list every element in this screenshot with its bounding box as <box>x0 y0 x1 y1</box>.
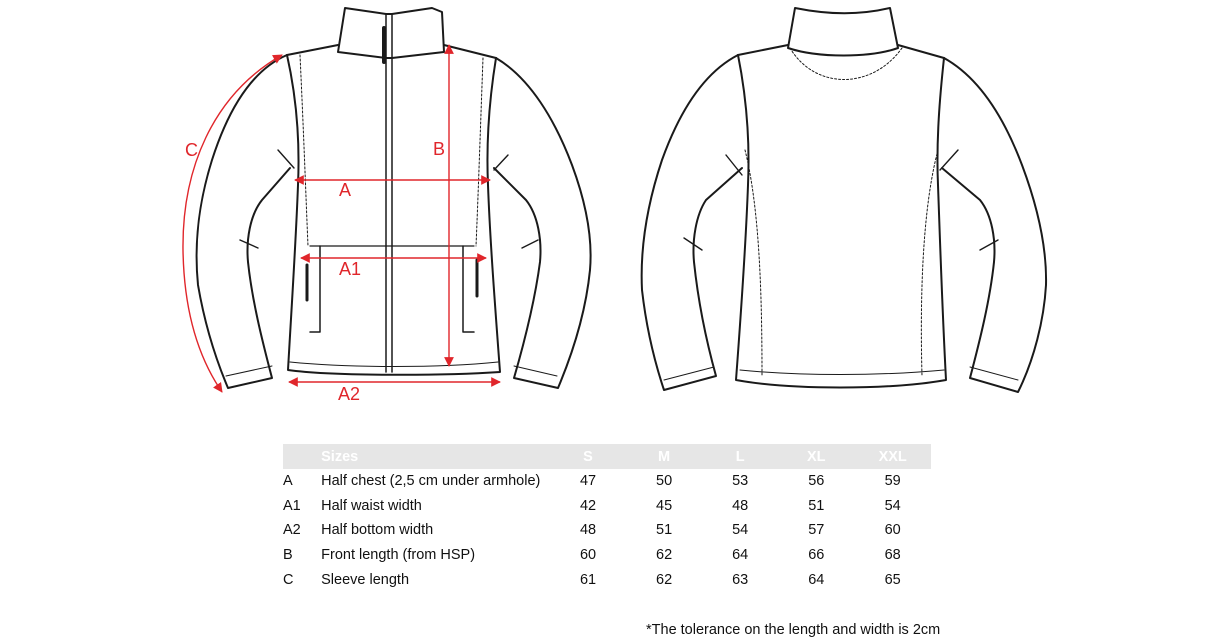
table-row: A2 Half bottom width 48 51 54 57 60 <box>283 518 931 543</box>
row-code: A1 <box>283 497 301 514</box>
table-row: C Sleeve length 61 62 63 64 65 <box>283 567 931 592</box>
label-a2: A2 <box>338 384 360 404</box>
row-value: 68 <box>884 547 901 564</box>
row-value: 60 <box>579 547 597 564</box>
tolerance-note: *The tolerance on the length and width i… <box>646 622 941 638</box>
label-b: B <box>433 139 445 159</box>
row-value: 48 <box>579 522 597 539</box>
row-code: A <box>283 473 293 490</box>
row-value: 57 <box>808 522 825 539</box>
header-size: M <box>626 444 703 469</box>
row-value: 51 <box>656 522 673 539</box>
table-row: A1 Half waist width 42 45 48 51 54 <box>283 494 931 519</box>
table-header-row: Sizes S M L XL XXL <box>283 444 931 469</box>
jacket-back-view <box>640 7 1048 393</box>
header-code <box>283 444 322 469</box>
row-value: 62 <box>656 547 673 564</box>
header-sizes-label: Sizes <box>321 444 550 469</box>
row-value: 42 <box>579 497 597 514</box>
row-value: 53 <box>732 473 749 490</box>
row-label: Sleeve length <box>321 571 410 588</box>
header-size: XXL <box>854 444 931 469</box>
row-value: 48 <box>732 497 749 514</box>
size-chart-table: Sizes S M L XL XXL A Half chest (2,5 cm … <box>283 444 931 592</box>
label-c: C <box>185 140 198 160</box>
row-label: Half waist width <box>321 497 422 514</box>
row-value: 45 <box>656 497 673 514</box>
row-value: 62 <box>656 571 673 588</box>
row-value: 59 <box>884 473 901 490</box>
row-value: 65 <box>884 571 901 588</box>
row-code: A2 <box>283 522 301 539</box>
jacket-front-view <box>195 7 592 389</box>
row-value: 64 <box>808 571 825 588</box>
header-size: S <box>549 444 627 469</box>
row-value: 54 <box>732 522 749 539</box>
row-value: 63 <box>732 571 749 588</box>
row-value: 54 <box>884 497 901 514</box>
row-label: Half chest (2,5 cm under armhole) <box>321 473 541 490</box>
row-value: 50 <box>656 473 673 490</box>
label-a: A <box>339 180 351 200</box>
table-row: B Front length (from HSP) 60 62 64 66 68 <box>283 543 931 568</box>
row-value: 64 <box>732 547 749 564</box>
row-value: 51 <box>808 497 825 514</box>
row-value: 61 <box>579 571 597 588</box>
row-value: 56 <box>808 473 825 490</box>
row-code: B <box>283 547 293 564</box>
label-a1: A1 <box>339 259 361 279</box>
row-code: C <box>283 571 294 588</box>
measurement-lines <box>182 44 501 393</box>
measurement-labels: A A1 A2 B C <box>185 139 445 404</box>
header-size: XL <box>778 444 855 469</box>
row-value: 66 <box>808 547 825 564</box>
row-label: Half bottom width <box>321 522 434 539</box>
row-label: Front length (from HSP) <box>321 547 476 564</box>
table-row: A Half chest (2,5 cm under armhole) 47 5… <box>283 469 931 494</box>
jacket-measurement-diagram: A A1 A2 B C <box>182 7 1048 404</box>
row-value: 60 <box>884 522 901 539</box>
header-size: L <box>702 444 779 469</box>
row-value: 47 <box>579 473 597 490</box>
